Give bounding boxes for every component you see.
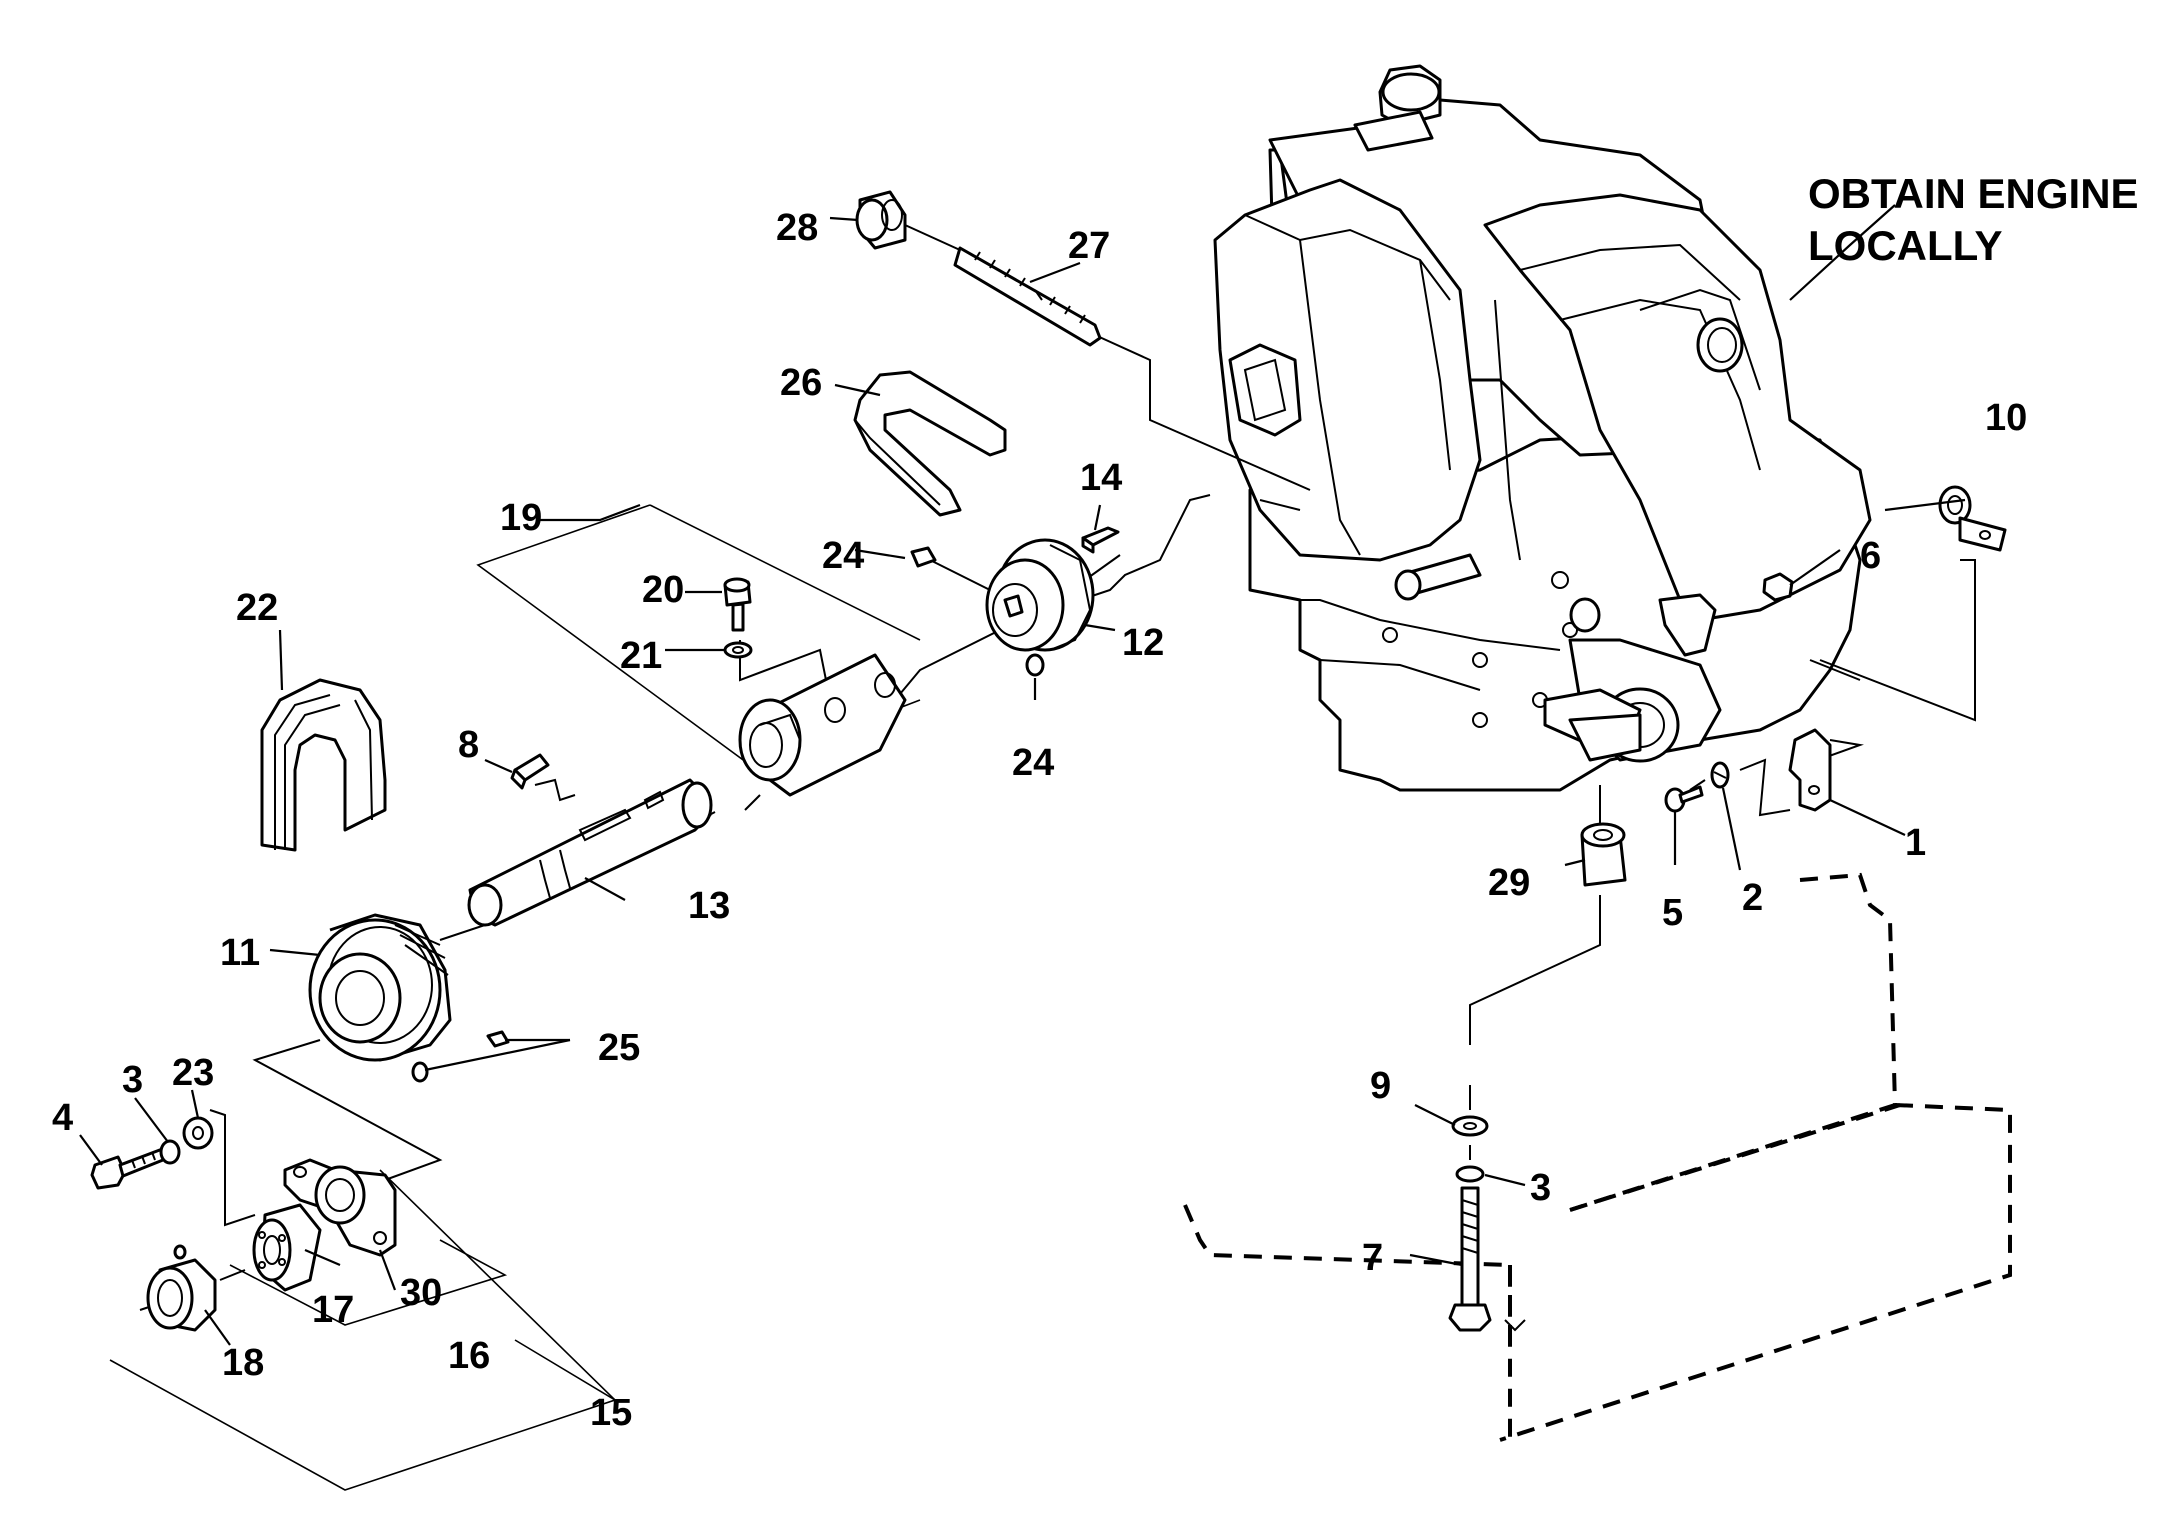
callout-3-left: 3 <box>122 1059 143 1101</box>
part-8-woodruff-key <box>510 753 550 790</box>
callout-20: 20 <box>642 569 684 611</box>
callout-11: 11 <box>220 932 260 974</box>
callout-22: 22 <box>236 587 278 629</box>
callout-19: 19 <box>500 497 542 539</box>
callout-6: 6 <box>1860 535 1881 577</box>
callout-17: 17 <box>312 1289 354 1331</box>
callout-24-upper: 24 <box>822 535 864 577</box>
part-24-set-screw-upper <box>910 546 937 568</box>
callout-26: 26 <box>780 362 822 404</box>
part-9-washer <box>1451 1115 1489 1137</box>
part-5-screw <box>1664 785 1704 813</box>
part-11-large-pulley <box>308 913 452 1062</box>
part-25-set-screw-b <box>486 1030 510 1048</box>
part-6-nut <box>1762 572 1794 602</box>
part-4-bolt <box>90 1146 170 1190</box>
part-14-key <box>1081 526 1120 554</box>
callout-18: 18 <box>222 1342 264 1384</box>
engine <box>1213 64 1872 792</box>
part-10-cable-clamp <box>1938 485 2007 552</box>
part-1-clip <box>1788 728 1832 812</box>
callout-12: 12 <box>1122 622 1164 664</box>
callout-27: 27 <box>1068 225 1110 267</box>
callout-5: 5 <box>1662 892 1683 934</box>
part-18-locking-collar <box>146 1244 217 1332</box>
callout-1: 1 <box>1905 822 1926 864</box>
callout-16: 16 <box>448 1335 490 1377</box>
callout-28: 28 <box>776 207 818 249</box>
callout-7: 7 <box>1362 1237 1383 1279</box>
part-30-flange <box>283 1158 397 1257</box>
part-29-spacer <box>1580 822 1627 887</box>
part-13-shaft <box>467 778 713 927</box>
group-brackets <box>109 504 921 1491</box>
callout-25: 25 <box>598 1027 640 1069</box>
part-28-bushing <box>855 190 907 250</box>
part-2-lock-washer <box>1710 761 1730 789</box>
part-26-u-guard <box>853 370 1007 517</box>
callout-14: 14 <box>1080 457 1122 499</box>
callout-9: 9 <box>1370 1065 1391 1107</box>
base-frame-outline <box>1183 872 2012 1442</box>
part-20-cap-screw <box>723 577 752 632</box>
part-3-lock-washer <box>159 1139 181 1165</box>
callout-2: 2 <box>1742 877 1763 919</box>
part-25-set-screw-a <box>411 1061 429 1083</box>
part-24-set-screw-lower <box>1025 653 1045 677</box>
callout-8: 8 <box>458 724 479 766</box>
callout-3-right: 3 <box>1530 1167 1551 1209</box>
callout-10: 10 <box>1985 397 2027 439</box>
part-17-bearing <box>252 1203 322 1292</box>
callout-24-lower: 24 <box>1012 742 1054 784</box>
part-3-lock-washer-lower <box>1455 1165 1485 1183</box>
part-21-washer <box>723 641 753 659</box>
leader-lines <box>79 204 1966 1346</box>
part-7-bolt <box>1448 1186 1492 1332</box>
part-19-split-hub <box>738 653 907 797</box>
note-line-2: LOCALLY <box>1808 222 2002 269</box>
callout-30: 30 <box>400 1272 442 1314</box>
part-27-threaded-rod <box>953 246 1102 347</box>
callout-4: 4 <box>52 1097 73 1139</box>
part-22-v-belt <box>260 678 387 852</box>
part-23-washer <box>182 1116 214 1150</box>
note-line-1: OBTAIN ENGINE <box>1808 170 2139 217</box>
callout-13: 13 <box>688 885 730 927</box>
part-12-pulley <box>985 538 1095 652</box>
callout-29: 29 <box>1488 862 1530 904</box>
callout-15: 15 <box>590 1392 632 1434</box>
callout-23: 23 <box>172 1052 214 1094</box>
callout-21: 21 <box>620 635 662 677</box>
